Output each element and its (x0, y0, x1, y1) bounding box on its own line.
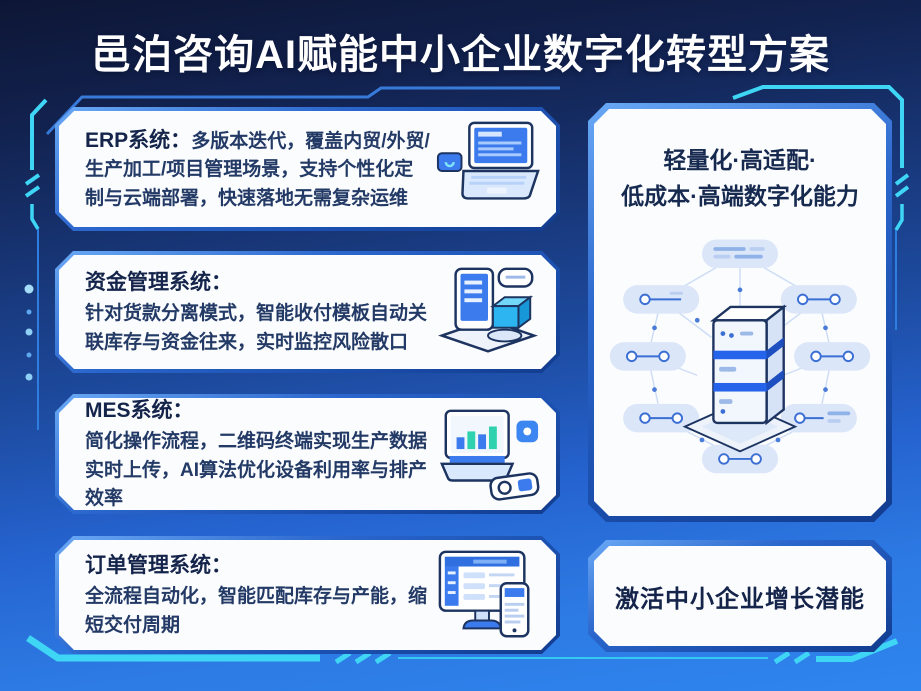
card-erp: ERP系统：多版本迭代，覆盖内贸/外贸/生产加工/项目管理场景，支持个性化定制与… (55, 107, 560, 231)
card-erp-text: ERP系统：多版本迭代，覆盖内贸/外贸/生产加工/项目管理场景，支持个性化定制与… (85, 125, 430, 214)
card-orders: 订单管理系统： 全流程自动化，智能匹配库存与产能，缩短交付周期 (55, 536, 560, 654)
card-funds: 资金管理系统： 针对货款分离模式，智能收付模板自动关联库存与资金往来，实时监控风险… (55, 251, 560, 373)
card-funds-body: 针对货款分离模式，智能收付模板自动关联库存与资金往来，实时监控风险散口 (85, 303, 428, 353)
slogan-text: 激活中小企业增长潜能 (615, 585, 865, 613)
laptop-tag-icon (434, 119, 542, 219)
page-title: 邑泊咨询AI赋能中小企业数字化转型方案 (91, 33, 830, 77)
card-orders-body: 全流程自动化，智能匹配库存与产能，缩短交付周期 (85, 586, 428, 636)
card-funds-text: 资金管理系统： 针对货款分离模式，智能收付模板自动关联库存与资金往来，实时监控风险… (85, 267, 430, 358)
card-orders-text: 订单管理系统： 全流程自动化，智能匹配库存与产能，缩短交付周期 (85, 550, 430, 641)
tablet-cube-icon (434, 262, 542, 362)
card-erp-heading: ERP系统： (85, 128, 192, 152)
card-highlight: 轻量化·高适配· 低成本·高端数字化能力 (588, 103, 892, 522)
card-slogan: 激活中小企业增长潜能 (588, 540, 892, 652)
card-mes-heading: MES系统： (85, 398, 194, 422)
circuit-left-bracket (24, 98, 48, 430)
card-mes: MES系统： 简化操作流程，二维码终端实现生产数据实时上传，AI算法优化设备利用率… (55, 394, 560, 514)
server-network-illustration (607, 228, 873, 480)
server-icon (685, 307, 795, 451)
desktop-phone-icon (434, 545, 542, 645)
card-funds-heading: 资金管理系统： (85, 270, 232, 294)
card-erp-body: 多版本迭代，覆盖内贸/外贸/生产加工/项目管理场景，支持个性化定制与云端部署，快… (85, 130, 430, 209)
card-mes-text: MES系统： 简化操作流程，二维码终端实现生产数据实时上传，AI算法优化设备利用率… (85, 395, 430, 514)
card-mes-body: 简化操作流程，二维码终端实现生产数据实时上传，AI算法优化设备利用率与排产效率 (85, 431, 428, 509)
highlight-heading: 轻量化·高适配· 低成本·高端数字化能力 (621, 147, 859, 209)
monitor-chart-icon (434, 404, 542, 504)
card-orders-heading: 订单管理系统： (85, 553, 232, 577)
